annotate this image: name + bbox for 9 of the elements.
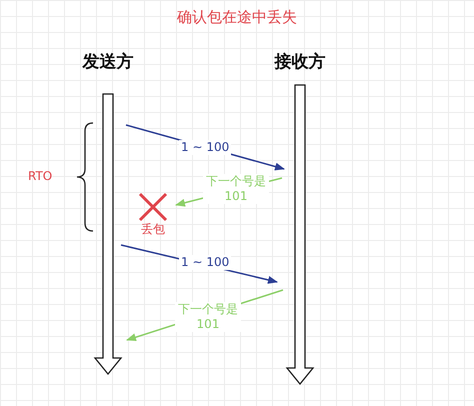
participant-label: 接收方: [273, 51, 326, 73]
participant-label: 发送方: [81, 51, 134, 73]
edge-label: 1 ~ 100: [179, 140, 232, 155]
diagram-title: 确认包在途中丢失: [176, 8, 298, 27]
edge-label: 下一个号是 101: [175, 302, 241, 332]
interval-label: RTO: [28, 169, 52, 183]
edge-label: 1 ~ 100: [179, 255, 232, 270]
node-label: 丢包: [140, 222, 166, 237]
edge-label: 下一个号是 101: [203, 174, 269, 204]
